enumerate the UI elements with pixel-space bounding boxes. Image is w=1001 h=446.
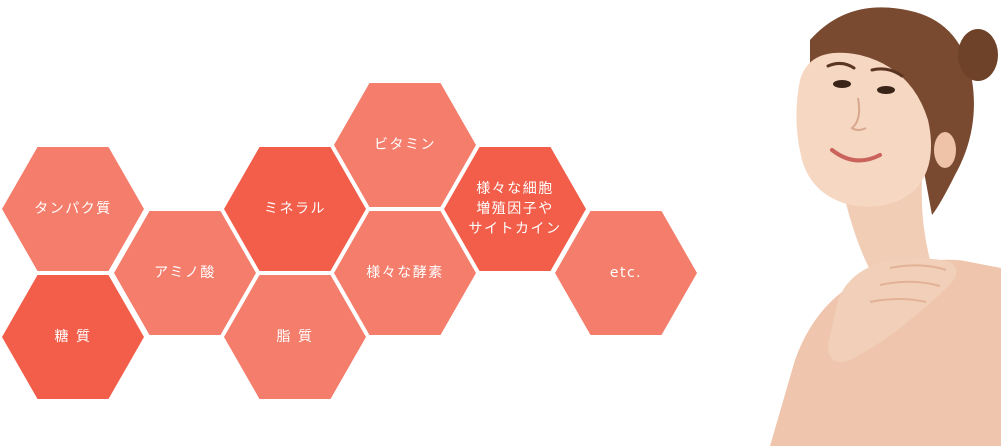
hex-protein: タンパク質 — [2, 147, 144, 271]
hair-bun-shape — [958, 29, 998, 81]
eyebrow-shape — [870, 67, 904, 78]
eyebrow-shape — [826, 61, 856, 70]
hex-growth-factors: 様々な細胞 増殖因子や サイトカイン — [444, 147, 586, 271]
hex-enzymes: 様々な酵素 — [334, 211, 476, 335]
hex-lipid: 脂 質 — [224, 275, 366, 399]
hex-amino-acid-label: アミノ酸 — [154, 265, 216, 281]
mouth-shape — [830, 148, 882, 163]
hex-amino-acid: アミノ酸 — [114, 211, 256, 335]
finger-shape — [869, 298, 927, 303]
ear-shape — [934, 132, 956, 168]
shoulder-shape — [770, 259, 1001, 446]
hex-vitamin-label: ビタミン — [374, 137, 436, 153]
hex-enzymes-label: 様々な酵素 — [366, 265, 444, 281]
hand-shape — [828, 258, 957, 363]
eye-shape — [877, 86, 895, 94]
eye-shape — [833, 80, 851, 88]
hex-protein-label: タンパク質 — [34, 201, 112, 217]
hex-growth-factors-label: 様々な細胞 増殖因子や サイトカイン — [468, 181, 562, 237]
hex-mineral-label: ミネラル — [264, 201, 326, 217]
woman-portrait-image — [770, 7, 1001, 446]
hex-carbohydrate: 糖 質 — [2, 275, 144, 399]
hex-etc: etc. — [555, 211, 697, 335]
hex-vitamin: ビタミン — [334, 83, 476, 207]
hex-carbohydrate-label: 糖 質 — [54, 329, 92, 345]
nose-shape — [850, 97, 867, 131]
hex-lipid-label: 脂 質 — [276, 329, 314, 345]
hex-mineral: ミネラル — [224, 147, 366, 271]
finger-shape — [889, 264, 947, 271]
finger-shape — [879, 280, 941, 287]
hex-etc-label: etc. — [609, 265, 643, 281]
